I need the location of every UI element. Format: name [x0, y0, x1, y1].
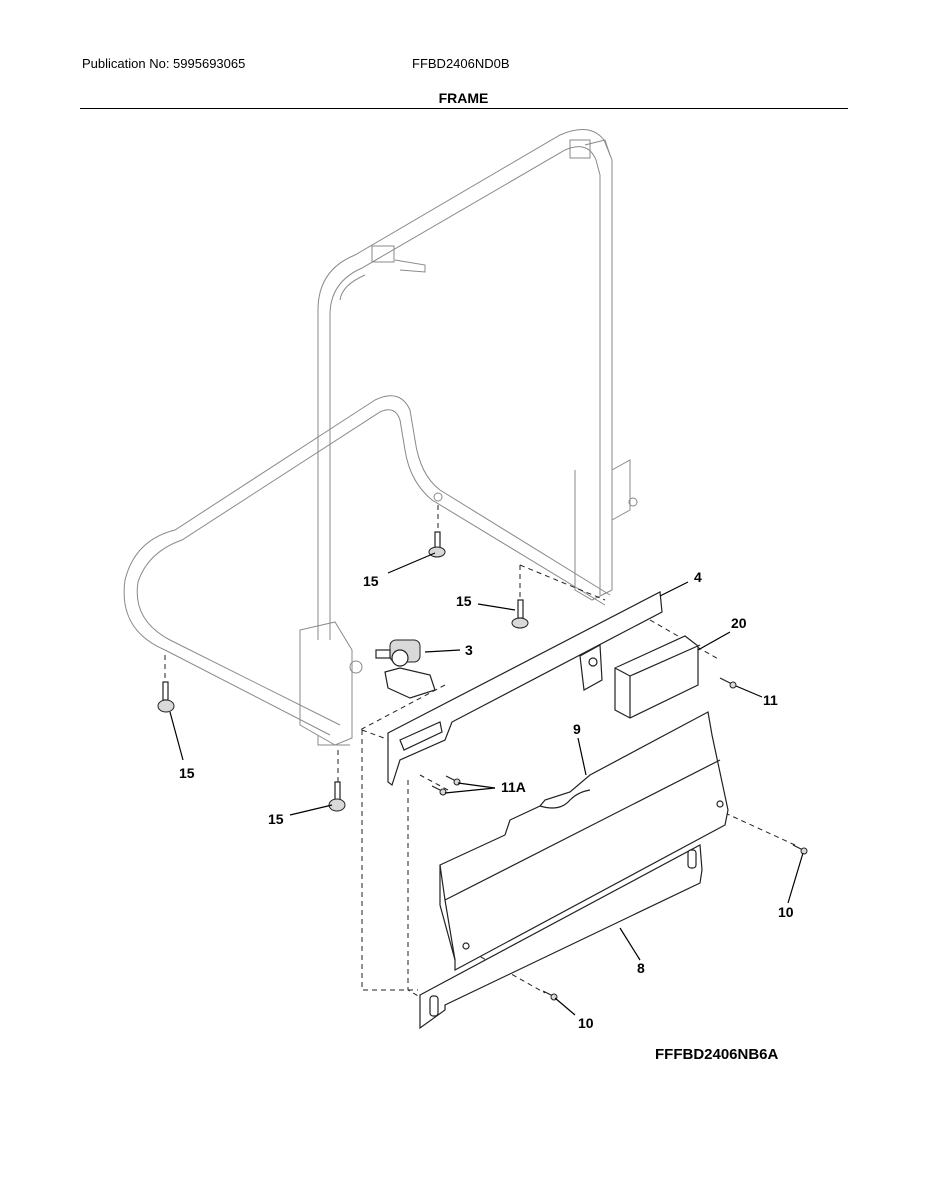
leveling-leg-15-b: [511, 599, 529, 629]
bracket-rail-4: [387, 591, 663, 786]
leveling-leg-15-a: [428, 531, 446, 558]
callout-15-a: 15: [363, 573, 379, 589]
screw-11a-b: [431, 785, 447, 796]
cover-20: [614, 635, 701, 719]
callout-10-b: 10: [578, 1015, 594, 1031]
callout-4: 4: [694, 569, 702, 585]
publication-number: Publication No: 5995693065: [82, 56, 246, 71]
screw-11a-a: [445, 775, 461, 786]
screw-11: [719, 677, 737, 689]
toe-kick-panel-9: [439, 711, 729, 972]
callout-11: 11: [763, 692, 778, 708]
screw-10-a: [792, 844, 808, 855]
page-title: FRAME: [438, 90, 489, 106]
callout-11a: 11A: [501, 779, 526, 795]
lower-panel-8: [419, 844, 703, 1030]
base-frame: [123, 395, 611, 746]
diagram-id: FFFBD2406NB6A: [655, 1046, 779, 1063]
model-number: FFBD2406ND0B: [412, 56, 510, 71]
callout-15-d: 15: [268, 811, 284, 827]
leveling-leg-15-c: [157, 681, 175, 713]
callout-9: 9: [573, 721, 581, 737]
callout-3: 3: [465, 642, 473, 658]
callout-15-b: 15: [456, 593, 472, 609]
callout-20: 20: [731, 615, 747, 631]
water-valve-3: [375, 639, 436, 699]
callout-8: 8: [637, 960, 645, 976]
leveling-leg-15-d: [328, 781, 346, 812]
header-divider: [80, 108, 848, 109]
leader-lines: [169, 552, 804, 1016]
callout-10-a: 10: [778, 904, 794, 920]
callout-15-c: 15: [179, 765, 195, 781]
upright-frame: [317, 129, 638, 640]
